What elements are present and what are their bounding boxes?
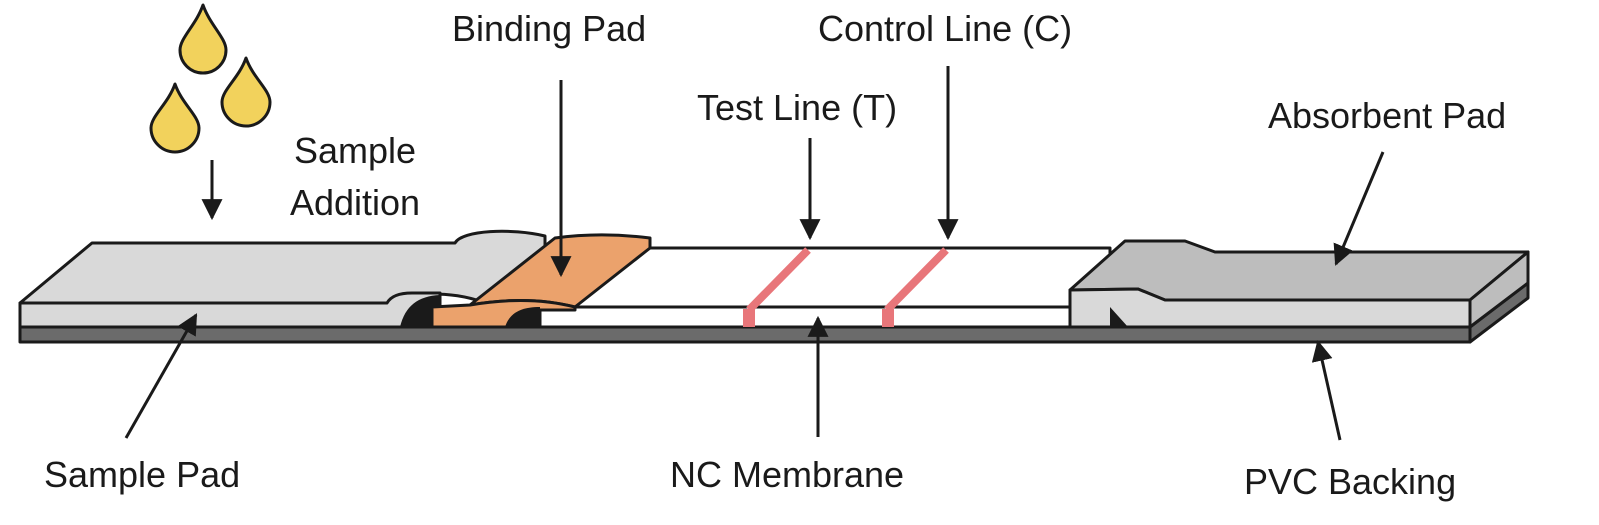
nc-membrane-label: NC Membrane [670, 454, 905, 495]
droplet-icon [220, 56, 272, 128]
sample-addition-label-line1: Sample [293, 130, 417, 171]
droplet-icon [178, 3, 228, 75]
pvc-backing-label: PVC Backing [1244, 461, 1457, 502]
sample-pad-arrow [124, 313, 198, 439]
sample-addition-label: Sample Addition [270, 131, 440, 223]
absorbent-pad-label: Absorbent Pad [1268, 95, 1507, 136]
sample-addition-label-line2: Addition [289, 182, 421, 223]
callout-arrows [124, 66, 1385, 441]
absorbent-pad [1068, 239, 1530, 329]
binding-pad-label: Binding Pad [452, 8, 647, 49]
pvc-backing-arrow [1311, 339, 1342, 441]
control-line-label: Control Line (C) [818, 8, 1073, 49]
sample-pad-label: Sample Pad [44, 454, 241, 495]
sample-droplets [149, 3, 272, 154]
test-line-mark [743, 247, 811, 327]
absorbent-pad-arrow [1333, 151, 1385, 266]
control-line-mark [882, 247, 949, 327]
test-line-label: Test Line (T) [697, 87, 898, 128]
droplet-icon [149, 82, 201, 154]
